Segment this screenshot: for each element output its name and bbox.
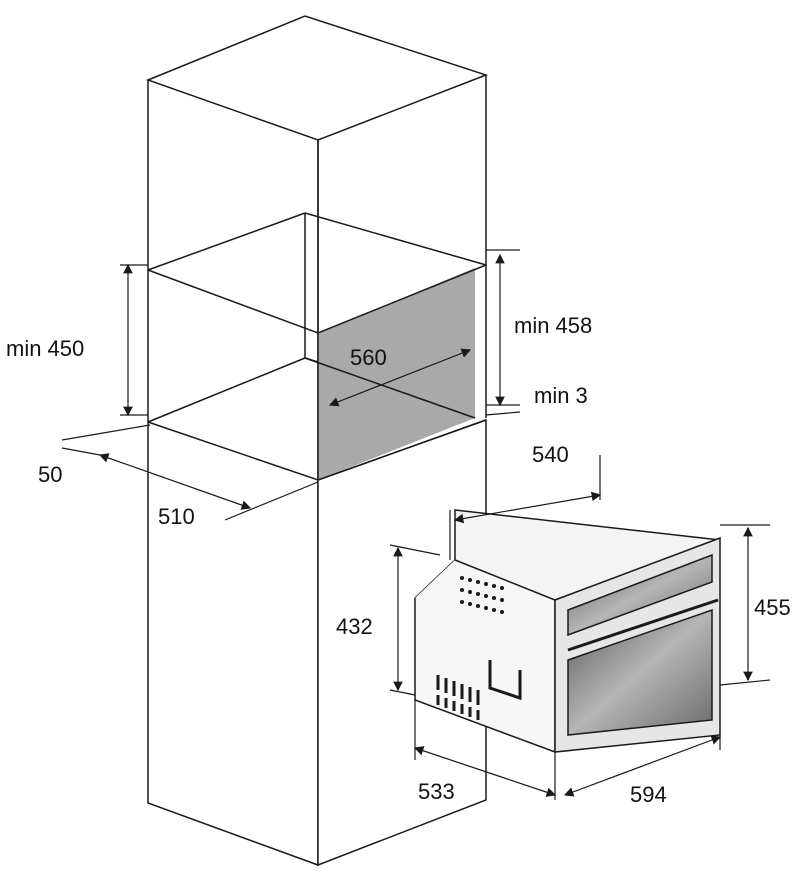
tall-cabinet (145, 15, 489, 867)
dimension-label-min-450: min 450 (6, 336, 85, 361)
dimension-label-540: 540 (532, 442, 569, 467)
dimension-label-432: 432 (336, 614, 373, 639)
dimension-label-594: 594 (630, 782, 667, 807)
vent-holes (460, 576, 504, 614)
oven-dimension-lines (389, 455, 771, 800)
side-vent-slots (436, 675, 480, 720)
dimension-label-510: 510 (158, 504, 195, 529)
dimension-label-560: 560 (350, 345, 387, 370)
dimension-label-533: 533 (418, 779, 455, 804)
dimension-label-50: 50 (38, 462, 63, 487)
built-in-oven (414, 509, 721, 754)
dimension-label-min-458: min 458 (514, 313, 593, 338)
dimension-label-455: 455 (754, 595, 791, 620)
dimension-lines (61, 249, 521, 521)
dimension-label-min-3: min 3 (534, 383, 588, 408)
